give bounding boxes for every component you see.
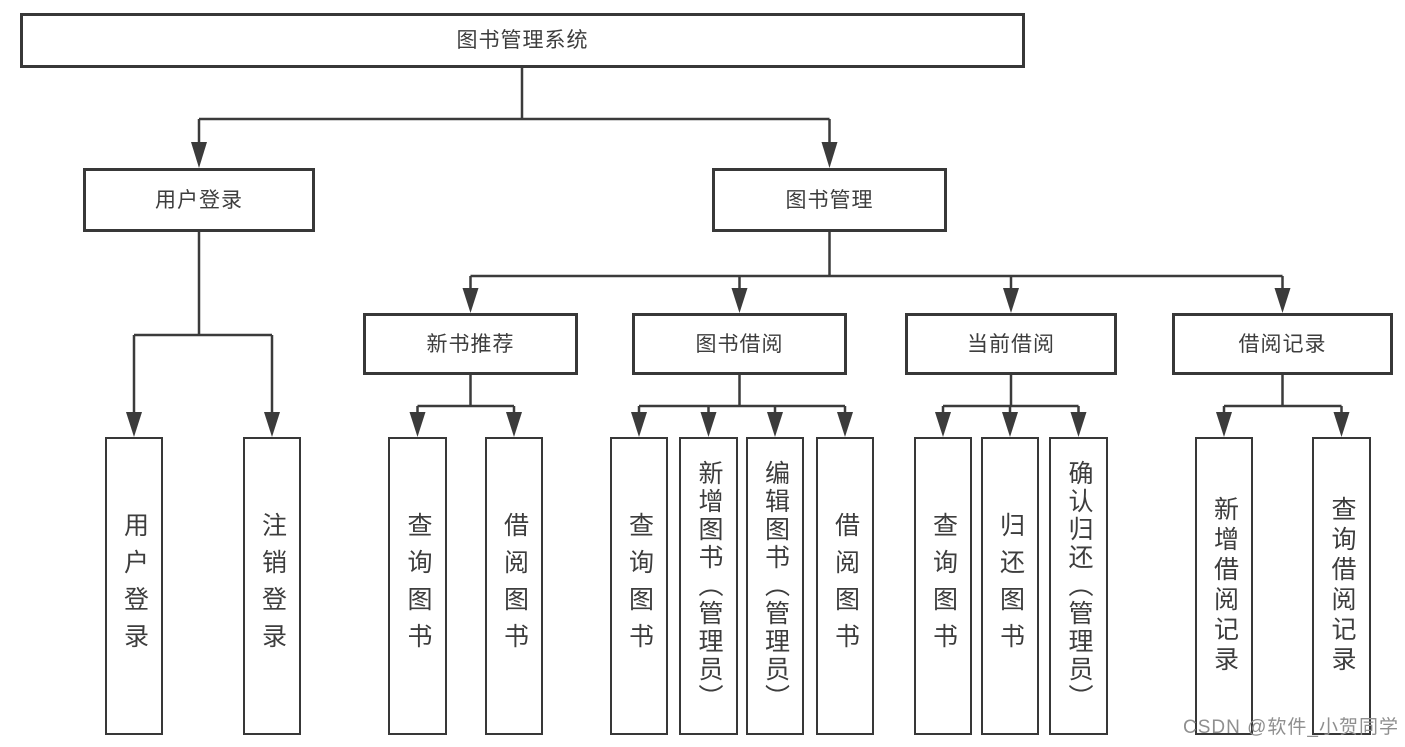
leaf-add-borrow-record: 新增借阅记录 — [1195, 437, 1253, 735]
node-current-borrow: 当前借阅 — [905, 313, 1117, 375]
leaf-label: 编辑图书（管理员） — [761, 460, 790, 712]
leaf-label: 归还图书 — [996, 512, 1025, 660]
node-root: 图书管理系统 — [20, 13, 1025, 68]
leaf-label: 借阅图书 — [500, 512, 529, 660]
connector-current-borrow-children — [941, 375, 1080, 413]
arrowhead-icon — [191, 142, 207, 168]
arrowhead-icon — [1333, 412, 1350, 437]
connector-root-to-level2 — [197, 68, 831, 144]
arrowhead-icon — [1003, 288, 1019, 313]
arrowhead-icon — [409, 412, 426, 437]
leaf-query-borrow-record: 查询借阅记录 — [1312, 437, 1371, 735]
leaf-label: 查询借阅记录 — [1328, 496, 1356, 676]
arrowheads — [126, 142, 1350, 437]
arrowhead-icon — [1274, 288, 1291, 313]
node-user-login: 用户登录 — [83, 168, 315, 232]
leaf-user-login: 用户登录 — [105, 437, 163, 735]
connector-book-management-children — [469, 232, 1284, 289]
node-current-borrow-label: 当前借阅 — [967, 332, 1055, 356]
node-borrow-records-label: 借阅记录 — [1238, 332, 1327, 356]
arrowhead-icon — [1002, 412, 1018, 437]
leaf-label: 新增借阅记录 — [1210, 496, 1239, 676]
leaf-edit-books-admin: 编辑图书（管理员） — [746, 437, 804, 735]
node-book-borrow-label: 图书借阅 — [695, 332, 784, 356]
node-book-management: 图书管理 — [712, 168, 947, 232]
node-book-borrow: 图书借阅 — [632, 313, 847, 375]
arrowhead-icon — [1070, 412, 1087, 437]
leaf-borrow-books: 借阅图书 — [816, 437, 874, 735]
leaf-borrow-query-books: 查询图书 — [610, 437, 668, 735]
leaf-current-query-books: 查询图书 — [914, 437, 972, 735]
connector-new-book-children — [416, 375, 516, 413]
watermark: CSDN @软件_小贺同学 — [1183, 717, 1399, 738]
leaf-label: 借阅图书 — [831, 512, 860, 660]
node-root-label: 图书管理系统 — [456, 29, 589, 52]
connector-book-borrow-children — [637, 375, 847, 413]
arrowhead-icon — [935, 412, 951, 437]
node-user-login-label: 用户登录 — [155, 188, 243, 212]
arrowhead-icon — [731, 288, 748, 313]
arrowhead-icon — [462, 288, 479, 313]
arrowhead-icon — [837, 412, 853, 437]
node-new-book-recommend: 新书推荐 — [363, 313, 578, 375]
arrowhead-icon — [506, 412, 522, 437]
leaf-add-books-admin: 新增图书（管理员） — [679, 437, 738, 735]
arrowhead-icon — [700, 412, 717, 437]
node-new-book-recommend-label: 新书推荐 — [426, 332, 515, 356]
leaf-return-books: 归还图书 — [981, 437, 1039, 735]
arrowhead-icon — [1216, 412, 1232, 437]
connector-borrow-record-children — [1222, 375, 1343, 413]
leaf-label: 用户登录 — [120, 512, 149, 660]
arrowhead-icon — [821, 142, 838, 168]
connector-lines — [132, 68, 1343, 413]
arrowhead-icon — [631, 412, 647, 437]
leaf-logout: 注销登录 — [243, 437, 301, 735]
leaf-label: 确认归还（管理员） — [1065, 460, 1093, 712]
connector-user-login-children — [132, 232, 274, 413]
leaf-label: 查询图书 — [404, 512, 432, 660]
leaf-label: 查询图书 — [625, 512, 654, 660]
node-borrow-records: 借阅记录 — [1172, 313, 1393, 375]
leaf-label: 查询图书 — [929, 512, 958, 660]
leaf-label: 注销登录 — [258, 512, 287, 660]
leaf-confirm-return-admin: 确认归还（管理员） — [1049, 437, 1108, 735]
leaf-recommend-borrow-books: 借阅图书 — [485, 437, 543, 735]
node-book-management-label: 图书管理 — [785, 188, 874, 212]
leaf-label: 新增图书（管理员） — [695, 460, 723, 712]
arrowhead-icon — [126, 412, 142, 437]
leaf-recommend-query-books: 查询图书 — [388, 437, 447, 735]
arrowhead-icon — [767, 412, 783, 437]
arrowhead-icon — [264, 412, 280, 437]
